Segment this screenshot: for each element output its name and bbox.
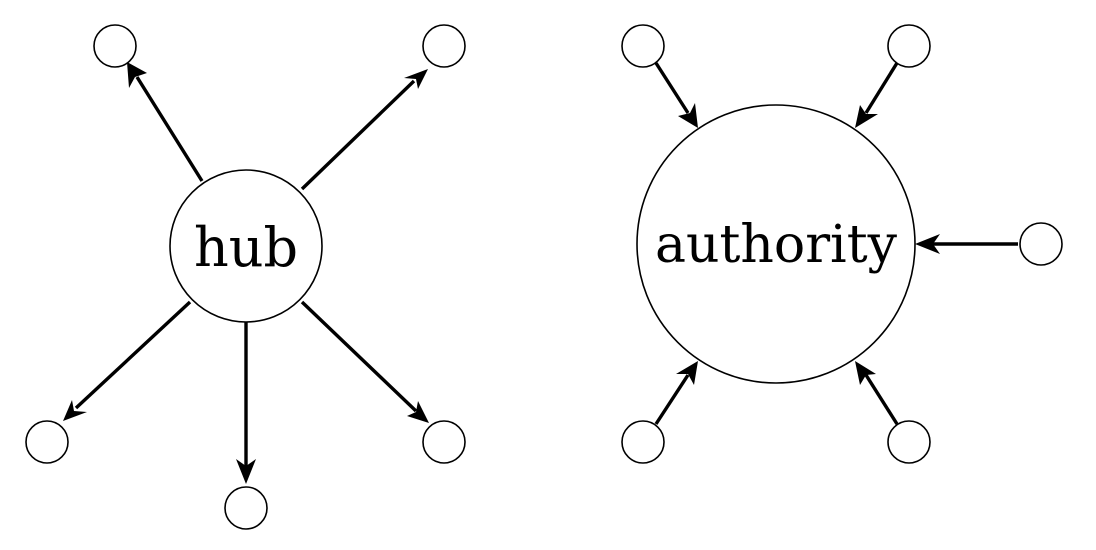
- authority-group: authority: [621, 24, 1063, 464]
- hub-neighbor-node-3: [25, 420, 69, 464]
- authority-edge-1: [654, 62, 698, 128]
- authority-edge-2: [855, 62, 899, 128]
- authority-neighbor-node-1: [621, 24, 665, 68]
- hub-neighbor-node-4: [224, 486, 268, 530]
- authority-label: authority: [655, 215, 898, 275]
- hub-group: hub: [25, 24, 466, 530]
- authority-neighbor-node-5: [887, 420, 931, 464]
- authority-neighbor-node-2: [887, 24, 931, 68]
- authority-node: authority: [636, 104, 916, 384]
- authority-edge-5: [855, 361, 899, 425]
- hub-edge-1: [127, 62, 204, 182]
- hub-neighbor-node-1: [93, 24, 137, 68]
- hub-neighbor-node-5: [422, 420, 466, 464]
- hub-node: hub: [169, 169, 323, 323]
- hub-neighbor-node-2: [422, 24, 466, 68]
- authority-neighbor-node-4: [621, 420, 665, 464]
- hub-edge-3: [63, 300, 192, 421]
- authority-edge-3: [915, 234, 1018, 254]
- hub-edge-4: [236, 322, 256, 484]
- authority-edge-4: [654, 361, 698, 425]
- hub-label: hub: [194, 216, 298, 279]
- hub-edge-2: [300, 69, 428, 191]
- hub-edge-5: [300, 300, 429, 423]
- authority-neighbor-node-3: [1019, 222, 1063, 266]
